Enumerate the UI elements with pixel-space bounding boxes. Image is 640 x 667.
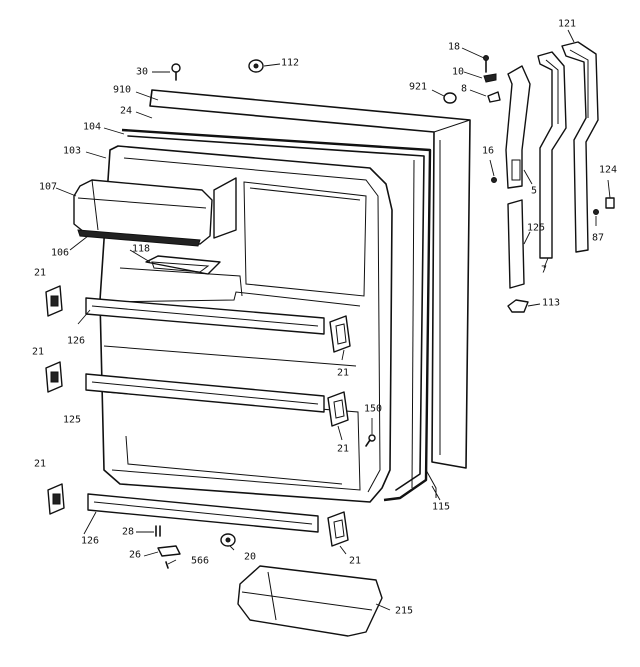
callout-215: 215 xyxy=(394,605,414,617)
screw-18 xyxy=(483,55,489,73)
screw-16 xyxy=(491,177,497,183)
hinge-5 xyxy=(505,65,531,189)
end-cap-right-3 xyxy=(327,511,349,547)
callout-121: 121 xyxy=(557,18,577,30)
end-cap-left-1 xyxy=(45,285,63,317)
handle-121 xyxy=(561,41,599,253)
callout-26: 26 xyxy=(128,549,142,561)
cover-113 xyxy=(507,299,529,313)
callout-87: 87 xyxy=(591,232,605,244)
screw-566 xyxy=(165,561,169,569)
callout-126-upper: 126 xyxy=(66,335,86,347)
callout-566: 566 xyxy=(190,555,210,567)
callout-115: 115 xyxy=(431,501,451,513)
callout-21-left-3: 21 xyxy=(33,458,47,470)
clip-10 xyxy=(483,73,497,83)
end-cap-right-2 xyxy=(327,391,349,427)
liner-edge-115 xyxy=(425,469,437,498)
callout-8: 8 xyxy=(460,83,468,95)
callout-150: 150 xyxy=(363,403,383,415)
callout-21-left-2: 21 xyxy=(31,346,45,358)
clip-8 xyxy=(487,91,501,103)
bracket-26 xyxy=(157,545,181,557)
trim-strip-125 xyxy=(507,199,525,289)
callout-10: 10 xyxy=(451,66,465,78)
callout-20: 20 xyxy=(243,551,257,563)
callout-910: 910 xyxy=(112,84,132,96)
end-cap-right-1 xyxy=(329,315,351,353)
callout-21-right-2: 21 xyxy=(336,443,350,455)
cap-124 xyxy=(605,197,615,209)
callout-124: 124 xyxy=(598,164,618,176)
callout-7: 7 xyxy=(540,264,548,276)
callout-125-middle: 125 xyxy=(62,414,82,426)
dairy-door xyxy=(73,177,237,247)
callout-118: 118 xyxy=(131,243,151,255)
butter-tray xyxy=(145,255,221,275)
callout-106: 106 xyxy=(50,247,70,259)
callout-21-left-1: 21 xyxy=(33,267,47,279)
callout-107: 107 xyxy=(38,181,58,193)
callout-112: 112 xyxy=(280,57,300,69)
callout-21-right-1: 21 xyxy=(336,367,350,379)
callout-16: 16 xyxy=(481,145,495,157)
handle-7 xyxy=(537,51,567,259)
screw-87 xyxy=(593,209,599,215)
end-cap-left-2 xyxy=(45,361,63,393)
door-gasket xyxy=(121,128,432,502)
door-shelf-bar-upper xyxy=(85,297,325,335)
callout-125-trim: 125 xyxy=(526,222,546,234)
callout-18: 18 xyxy=(447,41,461,53)
callout-5: 5 xyxy=(530,185,538,197)
plug-20 xyxy=(220,533,236,547)
callout-30: 30 xyxy=(135,66,149,78)
outer-door-panel xyxy=(149,89,471,469)
callout-126-lower: 126 xyxy=(80,535,100,547)
leader-lines xyxy=(55,29,611,611)
screw-150 xyxy=(365,434,376,447)
screw-30 xyxy=(171,63,181,81)
door-shelf-bar-middle xyxy=(85,373,325,413)
door-shelf-bar-lower xyxy=(87,493,319,533)
door-bin xyxy=(237,565,383,637)
callout-921: 921 xyxy=(408,81,428,93)
clip-28 xyxy=(155,525,161,537)
plug-112 xyxy=(248,59,264,73)
callout-21-right-3: 21 xyxy=(348,555,362,567)
callout-113: 113 xyxy=(541,297,561,309)
callout-28: 28 xyxy=(121,526,135,538)
callout-103: 103 xyxy=(62,145,82,157)
callout-24: 24 xyxy=(119,105,133,117)
end-cap-left-3 xyxy=(47,483,65,515)
screw-921 xyxy=(443,92,457,104)
callout-104: 104 xyxy=(82,121,102,133)
